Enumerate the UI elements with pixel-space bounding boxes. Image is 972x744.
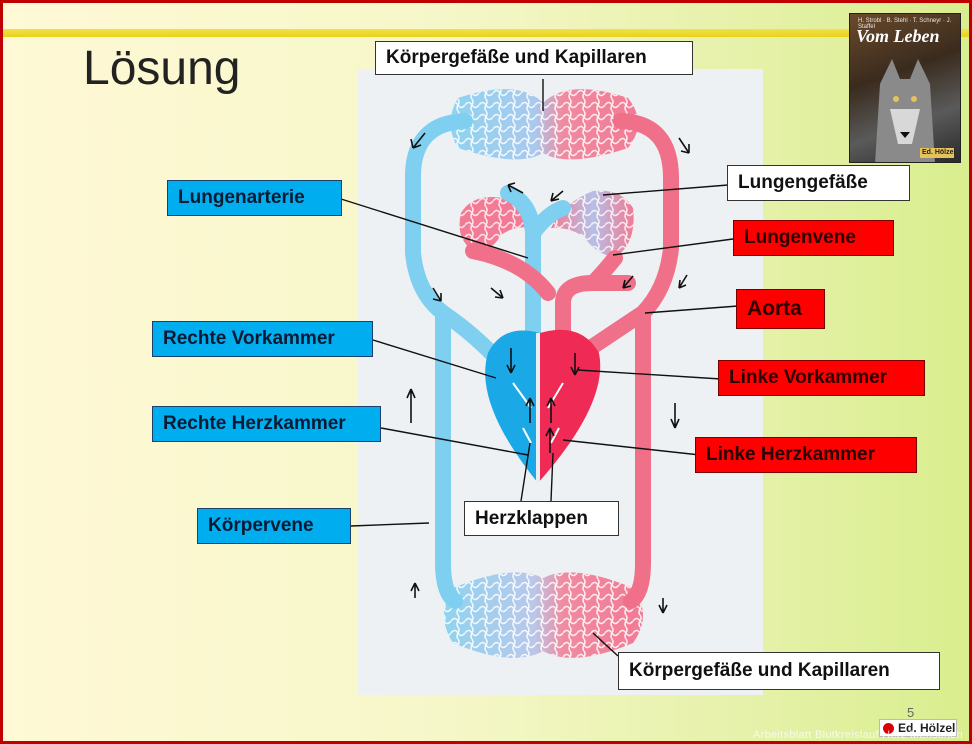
body-capillaries-bottom — [444, 572, 643, 658]
label-pulmonary-vein: Lungenvene — [733, 220, 894, 256]
label-right-atrium: Rechte Vorkammer — [152, 321, 373, 357]
book-publisher: Ed. Hölzel — [922, 149, 956, 156]
wolf-illustration — [875, 59, 954, 162]
title-bar — [3, 29, 969, 37]
label-body-vessels-top: Körpergefäße und Kapillaren — [375, 41, 693, 75]
label-left-ventricle: Linke Herzkammer — [695, 437, 917, 473]
watermark-text: Arbeitsblatt Blutkreislauf Herz Menschen — [753, 729, 964, 741]
label-body-vein: Körpervene — [197, 508, 351, 544]
label-aorta: Aorta — [736, 289, 825, 329]
label-pulmonary-artery: Lungenarterie — [167, 180, 342, 216]
book-cover-image: H. Strobl · B. Stehl · T. Schneyr · J. S… — [849, 13, 961, 163]
label-right-ventricle: Rechte Herzkammer — [152, 406, 381, 442]
publisher-logo-icon — [883, 722, 894, 734]
slide-title: Lösung — [83, 42, 241, 95]
heart — [485, 329, 601, 483]
label-lung-vessels: Lungengefäße — [727, 165, 910, 201]
circulation-diagram — [340, 79, 739, 658]
label-heart-valves: Herzklappen — [464, 501, 619, 536]
label-body-vessels-bottom: Körpergefäße und Kapillaren — [618, 652, 940, 690]
body-capillaries-top — [450, 89, 638, 160]
book-authors: H. Strobl · B. Stehl · T. Schneyr · J. S… — [858, 18, 952, 30]
leader-lines — [340, 79, 739, 657]
label-left-atrium: Linke Vorkammer — [718, 360, 925, 396]
page-number: 5 — [907, 705, 915, 720]
flow-arrows — [406, 132, 690, 614]
book-title: Vom Leben — [856, 26, 940, 46]
publisher-logo: Ed. Hölzel — [879, 719, 957, 737]
lung-capillaries — [459, 190, 634, 258]
publisher-name: Ed. Hölzel — [898, 721, 956, 735]
